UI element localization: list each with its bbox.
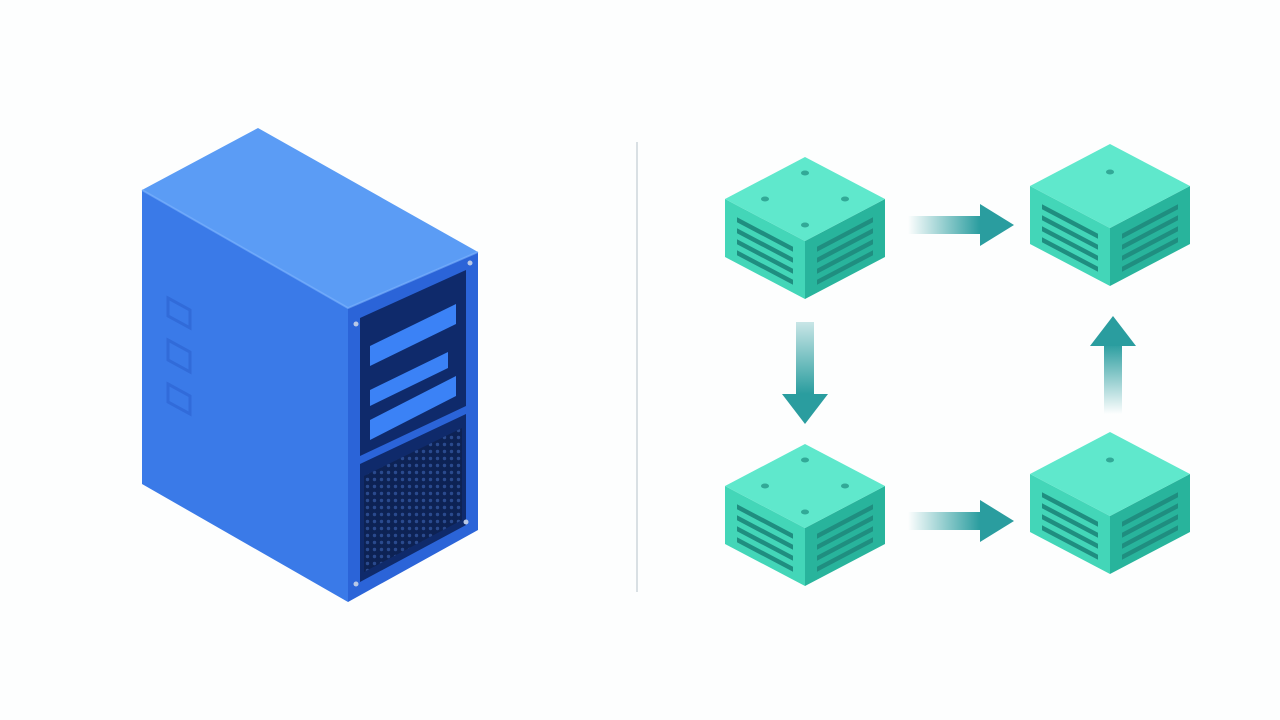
cube-vent-slot: [1122, 226, 1178, 261]
node-top-left-cube-icon: [725, 157, 885, 299]
arrow-top-left-to-top-right: [908, 204, 1014, 246]
node-bottom-left-cube-icon: [725, 444, 885, 586]
cube-top-dot: [801, 170, 809, 176]
arrow-top-left-to-bottom-left: [782, 322, 828, 424]
cube-vent-slot: [1042, 492, 1098, 527]
cube-vent-slot: [1122, 204, 1178, 239]
cube-vent-slot: [1042, 525, 1098, 560]
cube-vent-slot: [1042, 204, 1098, 239]
cube-vent-slot: [737, 250, 793, 285]
vent-grille: [364, 428, 462, 572]
drive-bay-2: [370, 352, 448, 406]
cube-top-dot: [841, 483, 849, 489]
cube-top-dot: [761, 483, 769, 489]
cube-vent-slot: [1042, 237, 1098, 272]
cube-vent-slot: [1122, 215, 1178, 250]
cube-vent-slot: [737, 239, 793, 274]
cube-vent-slot: [1042, 226, 1098, 261]
drive-bay-1: [370, 304, 456, 366]
cube-top-dot: [841, 196, 849, 202]
cube-top-dot: [801, 457, 809, 463]
cube-top-dot: [801, 222, 809, 228]
cube-top-face: [725, 157, 885, 241]
screw-icons: [353, 260, 473, 587]
cube-vent-slot: [817, 228, 873, 263]
cube-vent-slot: [737, 504, 793, 539]
cube-vent-slot: [817, 515, 873, 550]
cube-vent-slot: [817, 537, 873, 572]
cube-vent-slot: [817, 250, 873, 285]
node-top-right-cube-icon: [1030, 144, 1190, 286]
cube-vent-slot: [817, 526, 873, 561]
tower-front-mark-icon: [166, 295, 192, 417]
cube-vent-slot: [1122, 237, 1178, 272]
cube-vent-slot: [1122, 525, 1178, 560]
cube-top-face: [725, 444, 885, 528]
cube-top-face: [1030, 432, 1190, 516]
tower-panel-divider: [360, 406, 466, 464]
cube-vent-slot: [737, 526, 793, 561]
cube-vent-slot: [1042, 503, 1098, 538]
cube-vent-slot: [1122, 492, 1178, 527]
tower-front-face: [142, 190, 348, 602]
arrow-bottom-left-to-bottom-right: [908, 500, 1014, 542]
cube-vent-slot: [737, 228, 793, 263]
cube-top-dot: [1106, 457, 1114, 463]
cube-vent-slot: [737, 217, 793, 252]
cube-vent-slot: [1042, 514, 1098, 549]
cube-vent-slot: [737, 537, 793, 572]
cube-vent-slot: [1122, 503, 1178, 538]
cube-vent-slot: [737, 515, 793, 550]
cube-top-face: [1030, 144, 1190, 228]
cube-top-dot: [761, 196, 769, 202]
cube-top-dot: [801, 509, 809, 515]
drive-bay-3: [370, 376, 456, 440]
server-tower-icon: [141, 128, 479, 602]
cube-vent-slot: [817, 217, 873, 252]
tower-edge-highlight: [141, 189, 479, 310]
cube-vent-slot: [1122, 514, 1178, 549]
section-divider: [636, 142, 638, 592]
cube-top-dot: [1106, 169, 1114, 175]
tower-top-face: [142, 128, 478, 308]
node-bottom-right-cube-icon: [1030, 432, 1190, 574]
cube-vent-slot: [817, 504, 873, 539]
cube-vent-slot: [1042, 215, 1098, 250]
arrow-bottom-right-to-top-right: [1090, 316, 1136, 414]
cube-vent-slot: [817, 239, 873, 274]
